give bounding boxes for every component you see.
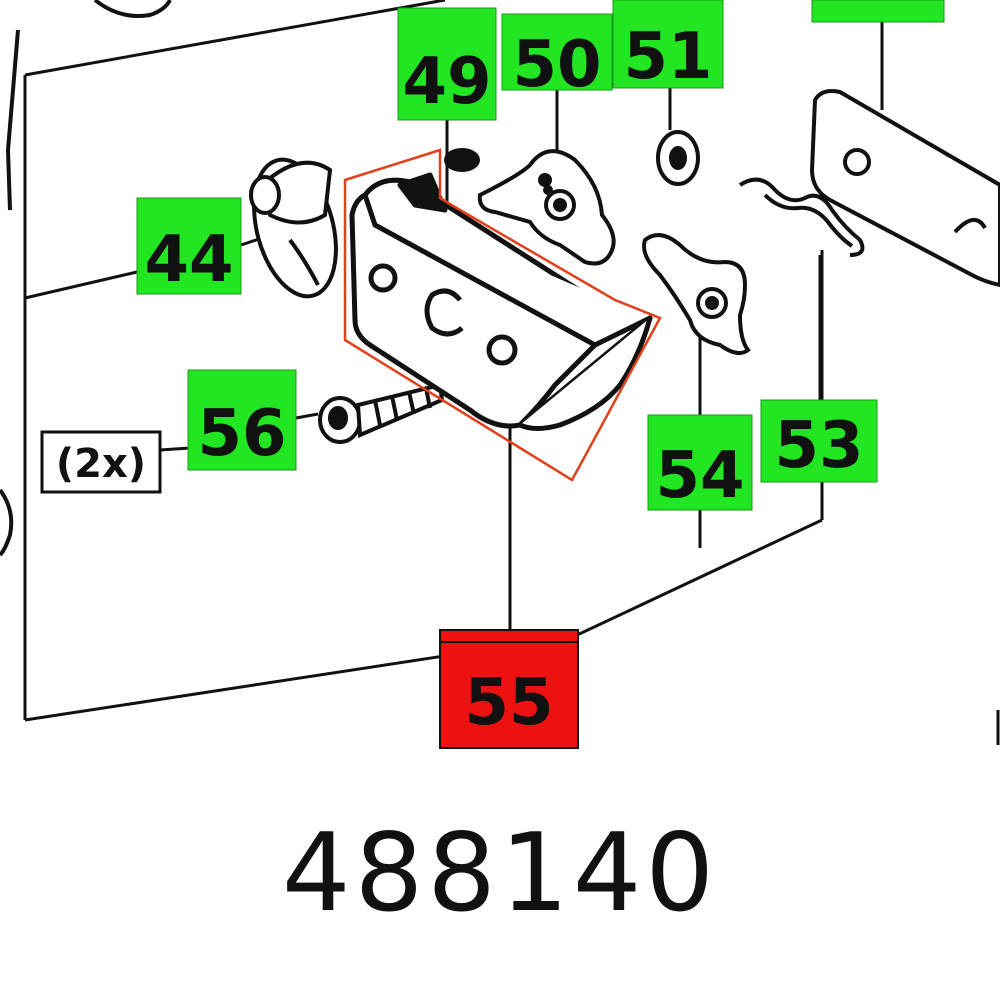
part-50-bracket: [477, 149, 616, 266]
part-54-lever: [642, 233, 751, 356]
callout-partial-top: [811, 0, 945, 23]
quantity-label-text: (2x): [56, 441, 146, 487]
part-44-knob: [249, 157, 338, 299]
highlight-outline: [343, 148, 662, 482]
part-53-spring: [738, 177, 865, 257]
callout-56: 56: [187, 369, 297, 471]
plate-top-right: [809, 89, 1000, 288]
callout-44-text: 44: [144, 223, 233, 297]
part-55-block: [349, 172, 653, 431]
callout-49: 49: [397, 7, 497, 121]
callout-53-text: 53: [774, 409, 863, 483]
callout-56-text: 56: [197, 397, 286, 471]
quantity-label: (2x): [40, 430, 162, 494]
callout-51: 51: [612, 0, 724, 94]
part-49-nut: [444, 148, 480, 172]
callout-54-text: 54: [655, 439, 744, 513]
part-56-screw: [318, 382, 445, 444]
assembly-frame: [23, 0, 1000, 745]
callout-51-text: 51: [623, 20, 712, 94]
callout-49-text: 49: [402, 45, 491, 119]
part-51-washer: [656, 130, 700, 186]
part-number: 488140: [281, 811, 719, 936]
callout-55-text: 55: [464, 666, 553, 740]
callout-44: 44: [136, 197, 242, 297]
callout-54: 54: [647, 414, 753, 513]
callout-50-text: 50: [512, 28, 601, 102]
callout-50: 50: [501, 13, 613, 102]
callout-labels: 44 49 50 51 53 54 56: [136, 0, 945, 749]
callout-53: 53: [760, 399, 878, 483]
partial-parts-left-edge: [0, 0, 172, 557]
callout-55: 55: [439, 629, 579, 749]
